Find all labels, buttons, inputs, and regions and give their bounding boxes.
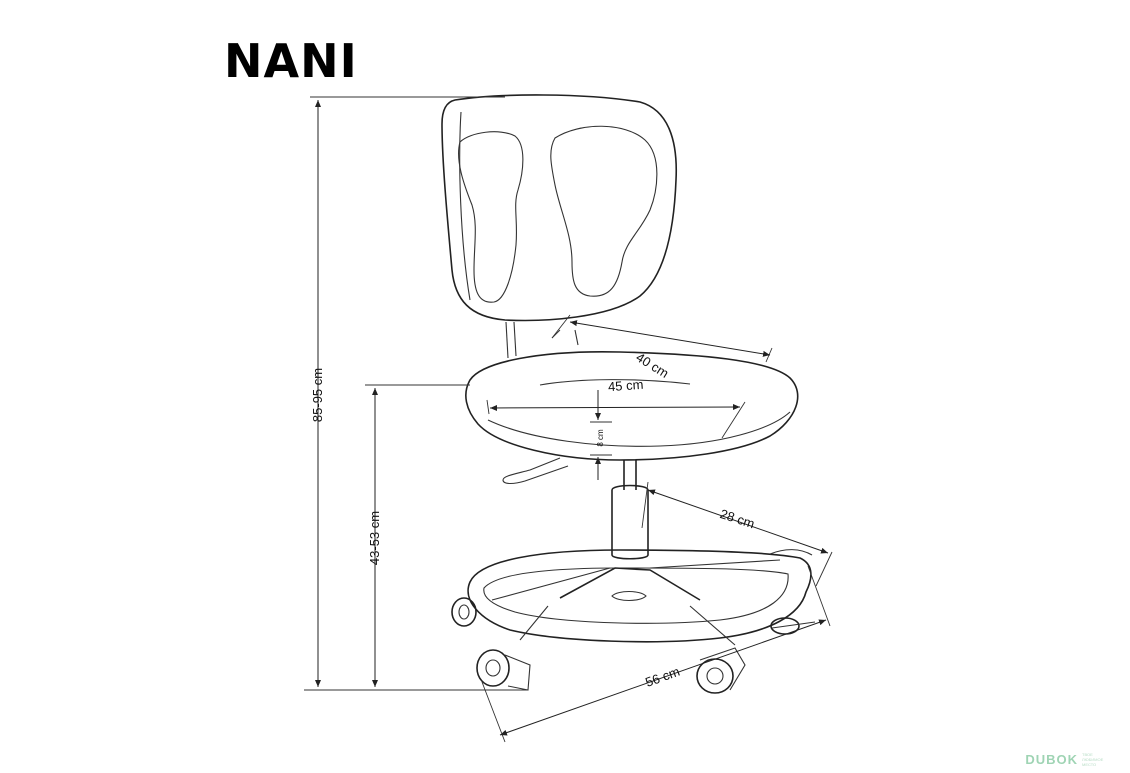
footrest-ring xyxy=(467,549,812,643)
watermark-tagline: ТВОЕ ЛЮБИМОЕ МЕСТО xyxy=(1082,752,1104,767)
seat-thickness-label: 8 cm xyxy=(596,429,605,447)
star-base xyxy=(559,567,701,601)
backrest-pad-left xyxy=(458,131,524,303)
seat-width-line xyxy=(489,404,741,411)
watermark-brand: DUBOK xyxy=(1025,752,1078,767)
base-diameter-line xyxy=(499,619,827,736)
product-title: NANI xyxy=(224,34,358,88)
chair-outline xyxy=(441,94,816,694)
footrest-label: 28 cm xyxy=(718,506,756,531)
total-height-label: 85-95 cm xyxy=(310,368,325,422)
footrest-line xyxy=(647,489,829,554)
watermark: DUBOK ТВОЕ ЛЮБИМОЕ МЕСТО xyxy=(1025,752,1108,767)
gas-lever xyxy=(502,457,569,485)
seat xyxy=(465,350,799,461)
backrest-pad-right xyxy=(550,125,658,297)
seat-depth-line xyxy=(569,320,771,357)
caster-front-left xyxy=(476,649,531,691)
backrest xyxy=(441,94,678,322)
caster-front-right xyxy=(696,647,746,694)
base-diameter-label: 56 cm xyxy=(643,664,681,690)
dimension-lines xyxy=(304,96,833,743)
seat-width-label: 45 cm xyxy=(608,377,644,394)
seat-height-label: 43-53 cm xyxy=(367,511,382,565)
caster-left-rear xyxy=(451,597,477,627)
